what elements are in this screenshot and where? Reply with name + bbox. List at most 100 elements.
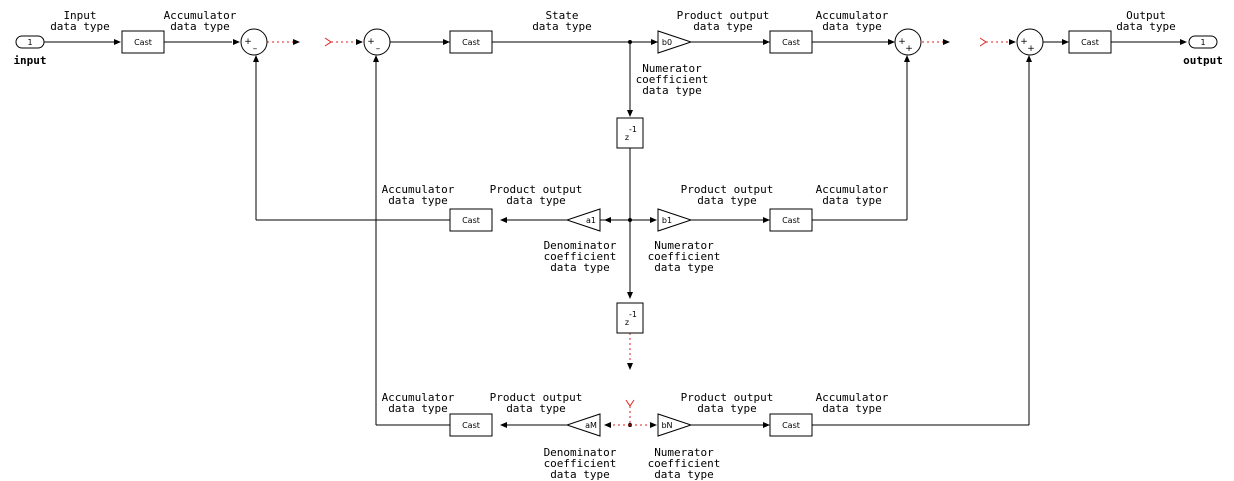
product-type-label: data type: [506, 402, 566, 415]
accumulator-type-label: data type: [822, 402, 882, 415]
cast-state-label: Cast: [462, 38, 480, 47]
arrowhead: [604, 422, 611, 428]
arrowhead: [651, 39, 658, 45]
numerator-coeff-label: data type: [654, 261, 714, 274]
numerator-coeff-label: Numerator: [654, 239, 714, 252]
arrowhead: [650, 422, 657, 428]
cast-input-label: Cast: [134, 38, 152, 47]
arrowhead: [888, 39, 895, 45]
accumulator-type-label: data type: [822, 194, 882, 207]
accumulator-type-label: Accumulator: [816, 391, 889, 404]
arrowhead: [356, 39, 363, 45]
accumulator-type-label: Accumulator: [164, 9, 237, 22]
product-type-label: Product output: [490, 391, 583, 404]
product-type-label: Product output: [681, 391, 774, 404]
denominator-coeff-label: data type: [550, 468, 610, 481]
cast-b0: [769, 30, 813, 54]
gain-b1-label: b1: [662, 216, 672, 225]
arrowhead: [904, 55, 910, 62]
sum-1-sign-left: +: [244, 37, 252, 47]
output-port-number: 1: [1200, 38, 1205, 47]
arrowhead: [233, 39, 240, 45]
numerator-coeff-label: coefficient: [648, 457, 721, 470]
product-type-label: Product output: [681, 183, 774, 196]
continuation-arrow: [293, 39, 300, 45]
sum-2-sign-left: +: [367, 37, 375, 47]
sum-2: [363, 28, 391, 56]
accumulator-type-label: data type: [388, 402, 448, 415]
cast-state: [449, 30, 493, 54]
arrowhead: [1009, 39, 1016, 45]
output-port-label: output: [1183, 54, 1223, 67]
delay-2-exp: -1: [629, 310, 637, 319]
arrowhead: [763, 422, 770, 428]
cast-bN-label: Cast: [782, 421, 800, 430]
sum-3-sign-left: +: [898, 37, 906, 47]
sum-1: [240, 28, 268, 56]
accumulator-type-label: data type: [170, 20, 230, 33]
gain-aM-label: aM: [585, 421, 597, 430]
arrowhead: [443, 39, 450, 45]
output-port: [1188, 35, 1218, 49]
continuation-tail: [324, 37, 332, 47]
accumulator-type-label: Accumulator: [816, 183, 889, 196]
input-port-label: input: [13, 54, 46, 67]
arrowhead: [253, 55, 259, 62]
accumulator-type-label: Accumulator: [382, 183, 455, 196]
arrowhead: [627, 110, 633, 117]
continuation-arrow: [943, 39, 950, 45]
accumulator-type-label: data type: [388, 194, 448, 207]
gain-bN: [657, 413, 693, 437]
gain-b1: [657, 208, 693, 232]
numerator-coeff-label: coefficient: [648, 250, 721, 263]
arrowhead: [1180, 39, 1187, 45]
delay-1-exp: -1: [629, 125, 637, 134]
delay-1: [616, 117, 644, 149]
gain-a1: [565, 208, 601, 232]
numerator-coeff-label: data type: [654, 468, 714, 481]
input-type-label: Input: [63, 9, 96, 22]
state-type-label: State: [545, 9, 578, 22]
accumulator-type-label: Accumulator: [382, 391, 455, 404]
gain-a1-label: a1: [586, 216, 596, 225]
continuation-arrow: [627, 363, 633, 370]
product-type-label: Product output: [490, 183, 583, 196]
arrowhead: [114, 39, 121, 45]
denominator-coeff-label: Denominator: [544, 446, 617, 459]
input-port-number: 1: [27, 38, 32, 47]
cast-b0-label: Cast: [782, 38, 800, 47]
gain-aM: [565, 413, 601, 437]
product-type-label: data type: [506, 194, 566, 207]
sum-3: [894, 28, 922, 56]
arrowhead: [763, 217, 770, 223]
sum-3-sign-bottom: +: [905, 44, 913, 54]
denominator-coeff-label: coefficient: [544, 457, 617, 470]
continuation-tail: [979, 37, 987, 47]
cast-b1: [769, 208, 813, 232]
arrowhead: [763, 39, 770, 45]
cast-output: [1068, 30, 1112, 54]
numerator-coeff-label: coefficient: [636, 73, 709, 86]
gain-bN-label: bN: [661, 421, 672, 430]
arrowhead: [373, 55, 379, 62]
arrowhead: [500, 422, 507, 428]
state-type-label: data type: [532, 20, 592, 33]
arrowhead: [604, 217, 611, 223]
input-port: [15, 35, 45, 49]
delay-1-z: z: [625, 133, 629, 142]
sum-2-sign-bottom: –: [376, 44, 381, 54]
cast-bN: [769, 413, 813, 437]
numerator-coeff-label: data type: [642, 84, 702, 97]
denominator-coeff-label: coefficient: [544, 250, 617, 263]
sum-4-sign-left: +: [1020, 37, 1028, 47]
gain-b0: [657, 30, 693, 54]
denominator-coeff-label: data type: [550, 261, 610, 274]
delay-2-z: z: [625, 318, 629, 327]
denominator-coeff-label: Denominator: [544, 239, 617, 252]
product-type-label: data type: [697, 194, 757, 207]
cast-output-label: Cast: [1081, 38, 1099, 47]
sum-4: [1016, 28, 1044, 56]
